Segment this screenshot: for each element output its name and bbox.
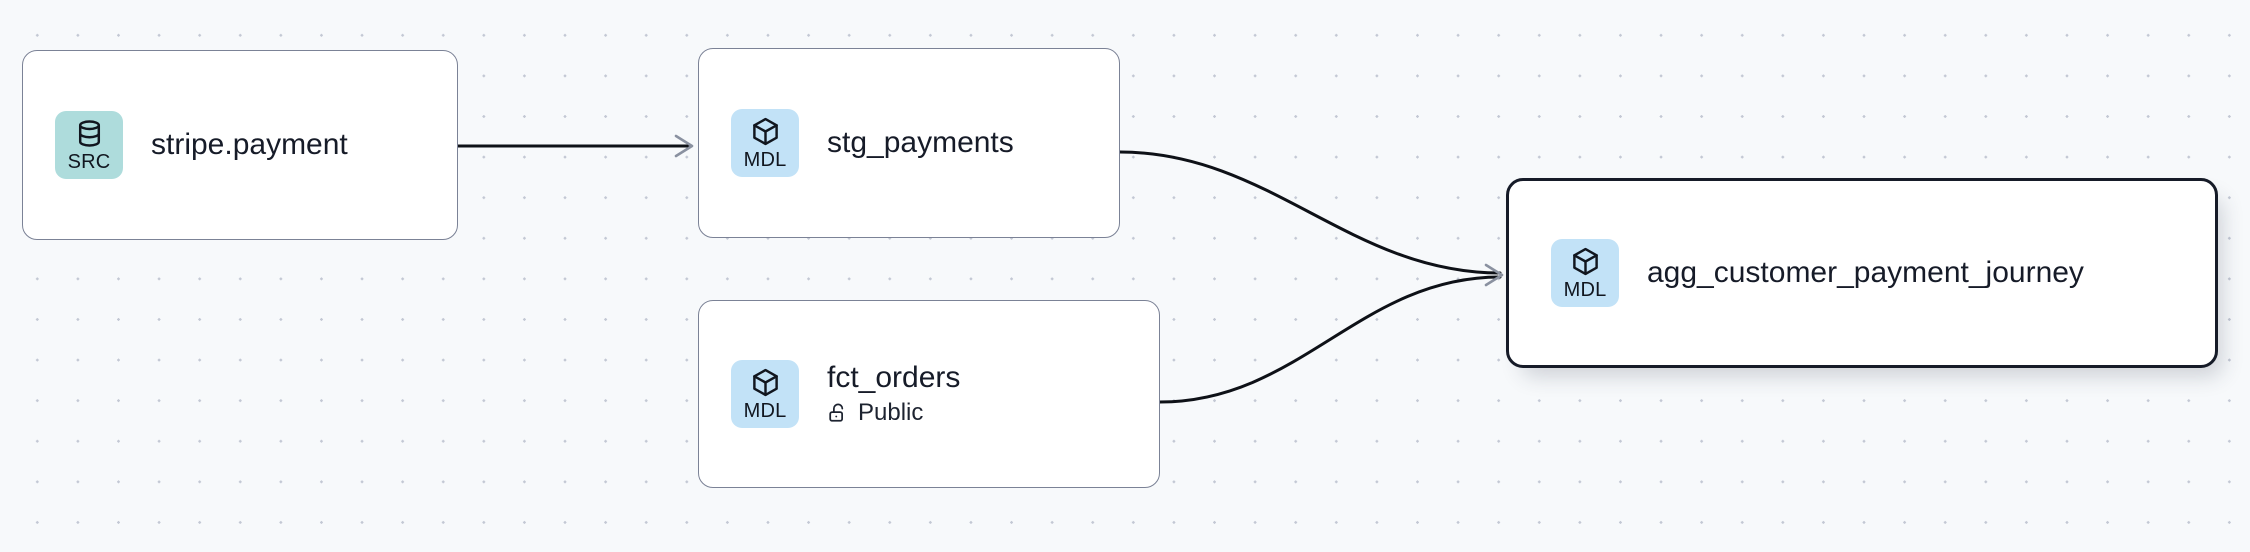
database-icon	[74, 118, 105, 149]
edge-fct-to-agg	[1158, 275, 1502, 404]
badge-label: SRC	[67, 151, 111, 173]
node-body: agg_customer_payment_journey	[1647, 255, 2084, 289]
node-title: agg_customer_payment_journey	[1647, 255, 2084, 289]
badge-label: MDL	[1563, 279, 1607, 301]
node-body: stripe.payment	[151, 127, 348, 161]
edge-arrowhead-agg	[1484, 263, 1504, 287]
node-body: stg_payments	[827, 125, 1014, 159]
node-stg-payments[interactable]: MDL stg_payments	[698, 48, 1120, 238]
node-agg-customer-payment-journey[interactable]: MDL agg_customer_payment_journey	[1506, 178, 2218, 368]
badge-label: MDL	[743, 149, 787, 171]
edge-stripe-to-stg	[456, 134, 694, 158]
node-title: stripe.payment	[151, 127, 348, 161]
model-badge: MDL	[1551, 239, 1619, 307]
node-title: stg_payments	[827, 125, 1014, 159]
cube-icon	[750, 116, 781, 147]
edge-stg-to-agg	[1118, 150, 1502, 275]
source-badge: SRC	[55, 111, 123, 179]
node-title: fct_orders	[827, 360, 961, 394]
cube-icon	[750, 367, 781, 398]
model-badge: MDL	[731, 360, 799, 428]
visibility-badge: Public	[827, 399, 960, 426]
visibility-label: Public	[858, 399, 924, 426]
cube-icon	[1570, 246, 1601, 277]
node-body: fct_orders Public	[827, 360, 961, 427]
node-fct-orders[interactable]: MDL fct_orders Public	[698, 300, 1160, 488]
unlock-icon	[827, 402, 849, 424]
model-badge: MDL	[731, 109, 799, 177]
node-stripe-payment[interactable]: SRC stripe.payment	[22, 50, 458, 240]
badge-label: MDL	[743, 400, 787, 422]
